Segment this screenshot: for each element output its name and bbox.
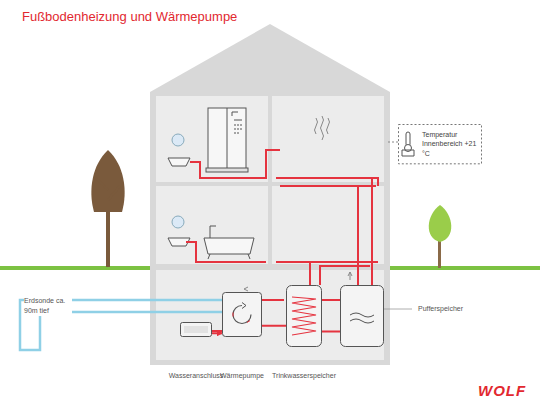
callout-text: Temperatur Innenbereich +21 °C bbox=[422, 130, 478, 158]
shape-part bbox=[350, 313, 374, 323]
shower bbox=[206, 108, 248, 172]
shape-part bbox=[223, 293, 262, 337]
component-box: Trinkwasserspeicher bbox=[286, 285, 322, 347]
component-label: Wasseranschluss bbox=[169, 372, 224, 379]
brand-logo: WOLF bbox=[478, 382, 526, 399]
component-shape bbox=[286, 285, 322, 347]
component-shape bbox=[180, 322, 212, 337]
house bbox=[150, 24, 390, 365]
component-label: Wärmepumpe bbox=[220, 372, 264, 379]
component-shape bbox=[340, 285, 384, 347]
diagram-title: Fußbodenheizung und Wärmepumpe bbox=[22, 9, 237, 24]
leader-line bbox=[386, 142, 398, 143]
shape-part bbox=[181, 323, 212, 337]
leader-line bbox=[384, 309, 412, 310]
shape-part bbox=[184, 326, 208, 333]
component-label: Pufferspeicher bbox=[418, 305, 463, 312]
shape-part bbox=[292, 297, 316, 335]
component-box: Wärmepumpe bbox=[222, 292, 262, 337]
tree bbox=[429, 205, 452, 268]
flow-arrow bbox=[348, 272, 352, 280]
pipe-connector bbox=[212, 332, 222, 334]
shape-part bbox=[399, 125, 482, 164]
callout-box: Temperatur Innenbereich +21 °C bbox=[398, 124, 482, 164]
shape-part bbox=[233, 313, 250, 323]
component-box: Wasseranschluss bbox=[180, 322, 212, 337]
shape-part bbox=[402, 150, 414, 156]
heat-waves bbox=[315, 116, 330, 140]
flow-arrow bbox=[244, 287, 248, 291]
pipe-connector bbox=[322, 331, 340, 333]
probe-label: Erdsonde ca. 90m tief bbox=[24, 296, 72, 316]
bathtub bbox=[204, 226, 254, 259]
shape-part bbox=[242, 303, 246, 309]
pipe-connector bbox=[262, 325, 286, 327]
shape-part bbox=[406, 132, 410, 146]
component-label: Trinkwasserspeicher bbox=[272, 372, 336, 379]
tree bbox=[91, 150, 124, 267]
component-box: Pufferspeicher bbox=[340, 285, 384, 347]
shape-part bbox=[341, 286, 384, 347]
component-shape bbox=[222, 292, 262, 337]
shape-part bbox=[287, 286, 322, 347]
sink bbox=[168, 134, 190, 166]
